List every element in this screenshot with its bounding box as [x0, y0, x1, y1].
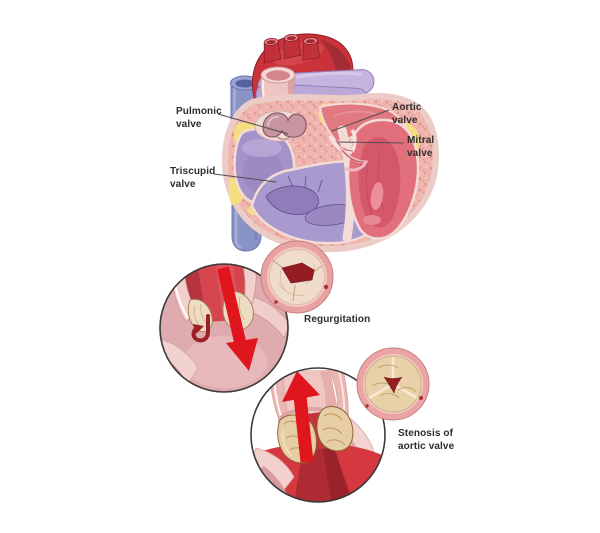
left-ventricle — [346, 118, 420, 240]
heart-body — [221, 92, 439, 253]
tricuspid-valve-label: Triscupid valve — [170, 166, 216, 190]
regurgitation-valve-top-view — [260, 240, 334, 314]
stenosis-flow-arrow — [282, 371, 320, 463]
mitral-valve-label: Mitral valve — [407, 135, 435, 159]
regurgitation-flow-arrow — [217, 266, 258, 371]
stenosis-valve-top-view — [356, 347, 430, 421]
aortic-valve — [328, 129, 357, 154]
regurgitation-label: Regurgitation — [304, 314, 371, 325]
stenosis-inset — [250, 367, 386, 503]
heart-figure — [213, 33, 439, 253]
aorta-branch-stub — [263, 37, 282, 64]
aortic-leader-line — [331, 109, 390, 132]
aorta-branch-stub — [302, 37, 321, 62]
stenosis-label: Stenosis of aortic valve — [398, 428, 455, 452]
aortic-valve-label: Aortic valve — [392, 102, 422, 126]
regurgitant-orifice — [281, 262, 315, 284]
mitral-valve — [338, 145, 369, 172]
tricuspid-leader-line — [213, 173, 277, 183]
stenotic-orifice — [383, 376, 403, 394]
pulmonic-leader-line — [217, 113, 289, 135]
pulmonic-valve-label: Pulmonic valve — [176, 106, 222, 130]
mitral-leader-line — [337, 141, 405, 144]
aorta-branch-stub — [283, 34, 302, 60]
leader-lines — [213, 109, 405, 183]
backflow-curl-arrow — [191, 314, 210, 343]
pulmonic-valve — [254, 110, 307, 142]
